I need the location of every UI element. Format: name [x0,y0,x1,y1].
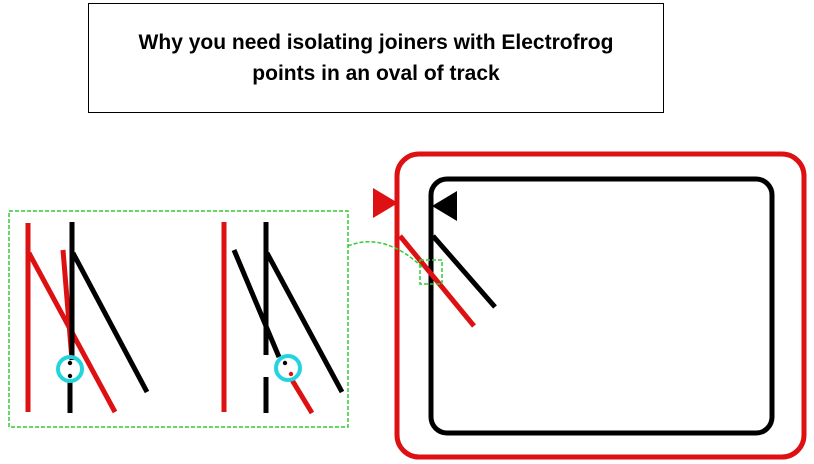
magnified-panel-1 [25,222,150,414]
panel2-diverging-rail-black-long [264,251,345,394]
callout-connector [347,241,423,268]
panel2-joiner-highlight [274,354,302,382]
panel2-diverging-rail-black-short [231,249,282,358]
panel2-joiner-gap-dot-black [282,360,288,366]
red-direction-arrow-icon [373,188,398,218]
panel2-joiner-gap-dot-red [288,371,294,377]
magnified-callout-box [8,210,349,428]
diverging-rail-black [431,234,497,309]
track-oval [394,151,807,460]
inner-rail-black [428,176,775,436]
panel1-diverging-rail-black [70,251,150,394]
panel1-joiner-gap-dot-bottom [67,373,73,379]
panel1-joiner-highlight [56,355,84,383]
title-line-2: points in an oval of track [252,62,500,85]
black-direction-arrow-icon [432,191,457,221]
diverging-rail-red [398,234,476,328]
panel1-joiner-gap-dot-top [67,360,73,366]
title-box: Why you need isolating joiners with Elec… [88,3,664,113]
outer-rail-red [394,151,807,460]
magnify-region-marker [419,259,443,285]
panel2-diverging-rail-red-lower [289,378,315,415]
magnified-panel-2 [221,222,345,415]
title-line-1: Why you need isolating joiners with Elec… [138,31,614,54]
